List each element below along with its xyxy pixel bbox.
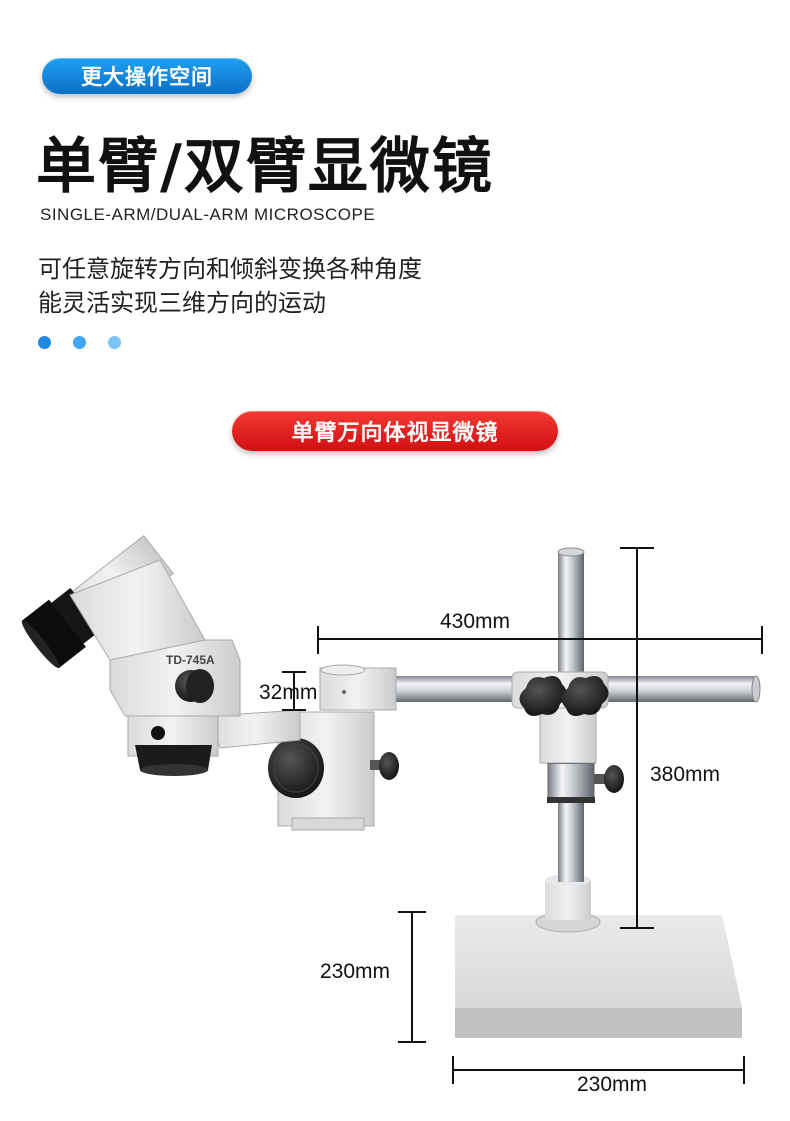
description-line: 能灵活实现三维方向的运动 [38, 289, 326, 317]
stand-base [455, 915, 742, 1038]
description: 可任意旋转方向和倾斜变换各种角度 能灵活实现三维方向的运动 [38, 252, 422, 320]
decorative-dots [38, 336, 121, 349]
page-title: 单臂/双臂显微镜 [36, 132, 494, 202]
description-line: 可任意旋转方向和倾斜变换各种角度 [38, 255, 422, 283]
model-label: TD-745A [166, 653, 215, 667]
arm-knob-left [519, 676, 567, 716]
dimension-base-depth: 230mm [320, 960, 391, 983]
focus-knob [268, 738, 324, 798]
dot-3 [108, 336, 121, 349]
arm-knob-right [561, 676, 609, 716]
dimension-base-width: 230mm [577, 1073, 648, 1096]
dimension-arm-diameter: 32mm [259, 681, 318, 704]
feature-pill: 更大操作空间 [42, 58, 252, 94]
dimension-arm-length: 430mm [440, 610, 511, 633]
dimension-lines [282, 547, 763, 1084]
section-pill: 单臂万向体视显微镜 [232, 411, 558, 451]
dot-2 [73, 336, 86, 349]
dimension-pillar-height: 380mm [650, 763, 721, 786]
microscope-illustration: TD-745A [21, 535, 763, 1084]
focus-lock-knob [379, 752, 399, 780]
pillar-lock-knob [604, 765, 624, 793]
english-subtitle: SINGLE-ARM/DUAL-ARM MICROSCOPE [40, 205, 376, 224]
dot-1 [38, 336, 51, 349]
